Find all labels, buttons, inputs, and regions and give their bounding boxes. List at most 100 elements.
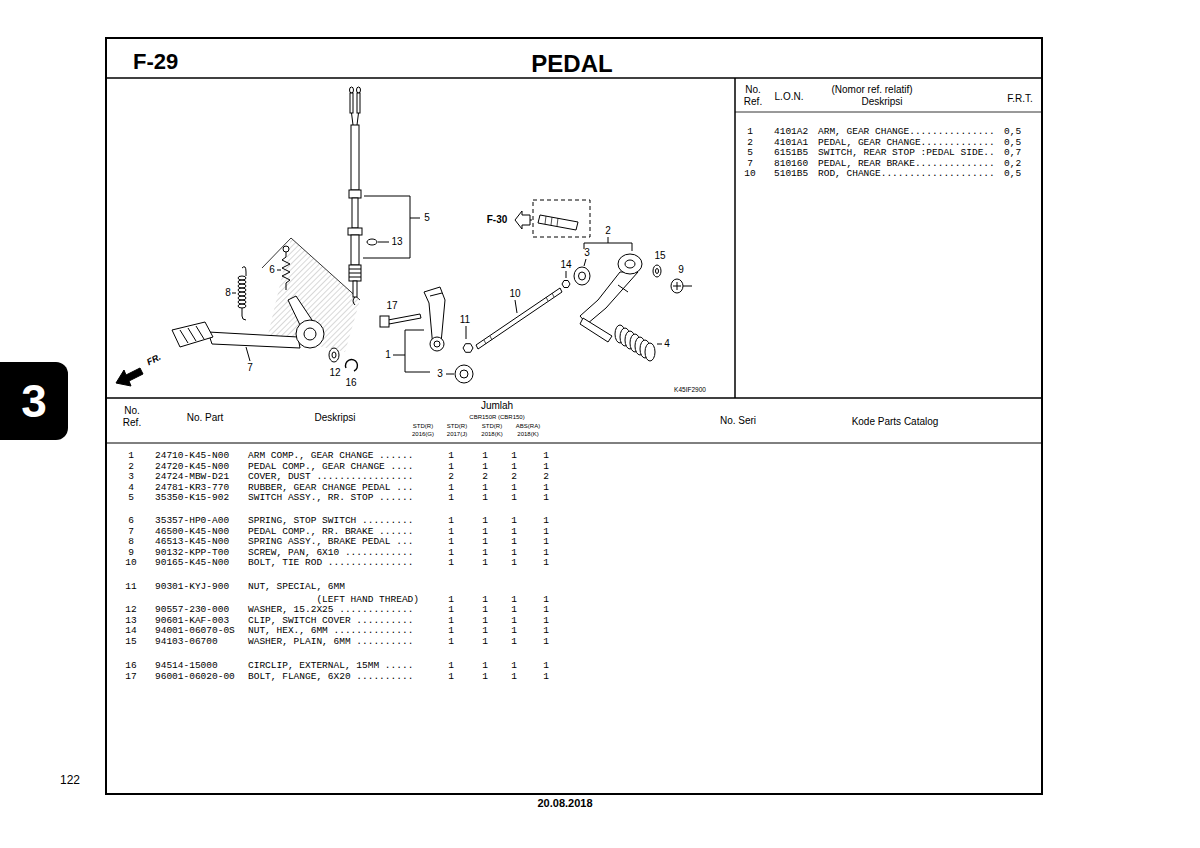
line-art — [434, 341, 440, 347]
table-cell: 1 — [482, 493, 488, 503]
table-cell: 5 — [128, 493, 134, 503]
table-cell: 1 — [482, 672, 488, 682]
line-art — [566, 271, 567, 278]
table-cell: 7 — [747, 159, 753, 169]
direction-label: FR. — [145, 353, 162, 368]
table-cell: 24724-MBW-D21 — [155, 472, 229, 482]
table-cell: 1 — [511, 637, 517, 647]
table-cell: 1 — [543, 595, 549, 605]
table-cell: SPRING, STOP SWITCH ......... — [248, 516, 413, 526]
table-cell: 1 — [543, 537, 549, 547]
table-cell: 1 — [448, 626, 454, 636]
table-cell: 1 — [482, 616, 488, 626]
table-header: 2018(K) — [517, 431, 538, 437]
line-art — [430, 337, 444, 351]
table-cell: 90132-KPP-T00 — [155, 548, 229, 558]
table-cell: 1 — [543, 462, 549, 472]
line-art — [446, 374, 454, 375]
table-cell: WASHER, PLAIN, 6MM .......... — [248, 637, 413, 647]
table-cell: 1 — [482, 595, 488, 605]
table-cell: 1 — [543, 637, 549, 647]
table-cell: 1 — [482, 637, 488, 647]
line-art — [533, 200, 590, 237]
line-art — [463, 344, 473, 353]
line-art — [238, 280, 246, 284]
table-cell: 1 — [448, 527, 454, 537]
table-cell: 24781-KR3-770 — [155, 483, 229, 493]
table-cell: 1 — [511, 516, 517, 526]
line-art — [430, 293, 442, 296]
callout-number: 11 — [460, 315, 470, 325]
line-art — [580, 272, 638, 324]
line-art — [345, 360, 357, 371]
table-cell: 1 — [448, 661, 454, 671]
line-art — [348, 228, 362, 235]
table-cell: ARM, GEAR CHANGE............... — [818, 127, 995, 137]
line-art — [562, 281, 570, 288]
line-art — [238, 300, 246, 304]
table-cell: PEDAL COMP., RR. BRAKE ...... — [248, 527, 413, 537]
table-cell: 1 — [448, 537, 454, 547]
table-cell: 4 — [128, 483, 134, 493]
table-header: Jumlah — [481, 401, 513, 411]
table-cell: 1 — [511, 605, 517, 615]
table-header: Deskripsi — [861, 97, 902, 107]
line-art — [350, 87, 354, 93]
table-cell: 2 — [511, 472, 517, 482]
callout-number: 5 — [424, 213, 430, 223]
page-number: 122 — [60, 774, 80, 786]
line-art — [734, 78, 736, 398]
page-frame — [106, 38, 1042, 794]
table-cell: CLIP, SWITCH COVER .......... — [248, 616, 413, 626]
table-cell: 3 — [128, 472, 134, 482]
line-art — [296, 320, 324, 348]
callout-number: 14 — [560, 260, 571, 270]
line-art — [349, 269, 361, 277]
line-art — [329, 348, 339, 362]
table-header: Kode Parts Catalog — [852, 417, 939, 427]
table-header: 2016(G) — [412, 431, 434, 437]
table-cell: SWITCH ASSY., RR. STOP ...... — [248, 493, 413, 503]
callout-number: 4 — [664, 339, 670, 349]
line-art — [172, 322, 213, 347]
table-header: No. — [745, 85, 761, 95]
table-header: STD(R) — [482, 423, 502, 429]
line-art — [357, 87, 361, 93]
table-cell: 1 — [482, 558, 488, 568]
page-title: PEDAL — [531, 52, 612, 76]
callout-number: 15 — [654, 251, 665, 261]
line-art — [208, 332, 300, 348]
table-cell: 2 — [128, 462, 134, 472]
table-cell: 2 — [747, 138, 753, 148]
line-art — [393, 330, 430, 372]
table-cell: 1 — [543, 548, 549, 558]
line-art — [484, 293, 554, 344]
line-art — [353, 281, 357, 297]
table-cell: 1 — [543, 616, 549, 626]
table-cell: 46513-K45-N00 — [155, 537, 229, 547]
figure-reference: F-30 — [487, 215, 508, 225]
line-art — [380, 316, 389, 327]
table-cell: 2 — [448, 472, 454, 482]
table-cell: 1 — [448, 637, 454, 647]
line-art — [579, 272, 586, 280]
line-art — [545, 216, 558, 226]
table-cell: 96001-06020-00 — [155, 672, 235, 682]
table-cell: 1 — [543, 483, 549, 493]
table-cell: 1 — [448, 558, 454, 568]
table-cell: 24710-K45-N00 — [155, 451, 229, 461]
table-cell: 1 — [511, 661, 517, 671]
line-art — [238, 304, 246, 308]
line-art — [238, 276, 246, 280]
line-art — [653, 265, 661, 277]
callout-number: 6 — [269, 265, 275, 275]
table-header: L.O.N. — [775, 92, 804, 102]
callout-number: 16 — [345, 378, 356, 388]
table-header: 2018(K) — [481, 431, 502, 437]
table-cell: 1 — [448, 462, 454, 472]
table-cell: 1 — [482, 451, 488, 461]
print-date: 20.08.2018 — [537, 798, 592, 809]
line-art — [106, 397, 1042, 399]
table-cell: 1 — [543, 516, 549, 526]
